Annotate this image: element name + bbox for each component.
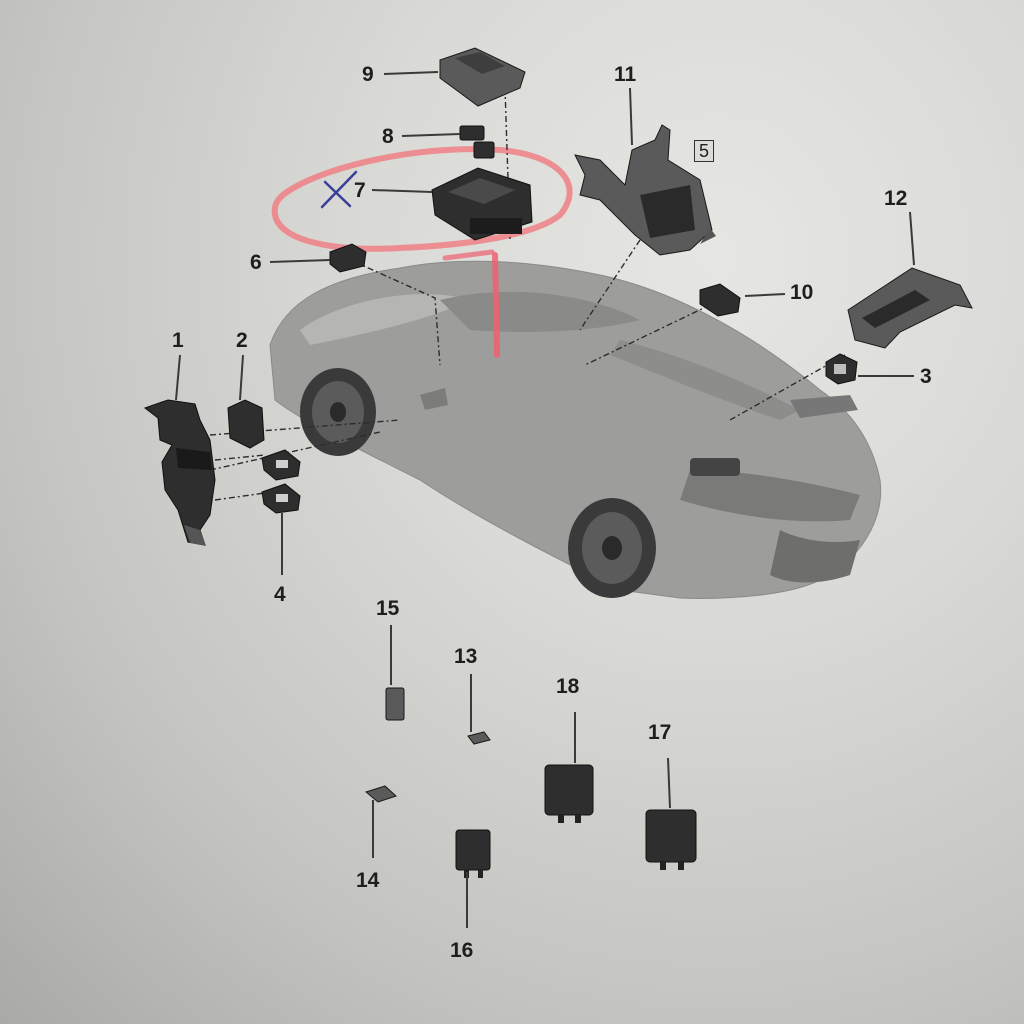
label-6: 6 [250,251,262,274]
label-8: 8 [382,125,394,148]
label-18: 18 [556,675,580,698]
label-10: 10 [790,281,814,304]
label-7: 7 [354,179,366,202]
label-12: 12 [884,187,908,210]
part-15 [385,687,405,721]
label-11: 11 [614,63,637,86]
label-1: 1 [172,329,184,352]
leader-lines [175,71,915,928]
blue-cross-mark [320,170,358,209]
red-marker-tick [442,249,495,261]
part-13 [467,731,491,745]
car-illustration [269,260,882,599]
label-14: 14 [356,869,380,892]
label-5-boxed: 5 [694,140,715,162]
part-18 [544,764,594,823]
red-circle-annotation [271,146,573,252]
part-8 [459,125,495,159]
label-13: 13 [454,645,478,668]
part-2 [227,399,265,449]
label-17: 17 [648,721,672,744]
label-9: 9 [362,63,374,86]
part-7 [431,167,533,241]
part-10 [699,283,741,317]
red-marker-line [492,252,500,358]
label-15: 15 [376,597,400,620]
part-12 [847,267,973,349]
part-4 [261,449,301,514]
label-4: 4 [274,583,286,606]
part-16 [455,829,491,878]
label-16: 16 [450,939,474,962]
part-11 [574,124,716,256]
part-3 [825,353,858,385]
part-14 [364,785,397,803]
label-3: 3 [920,365,932,388]
label-2: 2 [236,329,248,352]
part-6 [329,243,367,273]
part-1 [143,399,216,546]
part-9 [439,47,526,107]
part-17 [645,809,697,870]
